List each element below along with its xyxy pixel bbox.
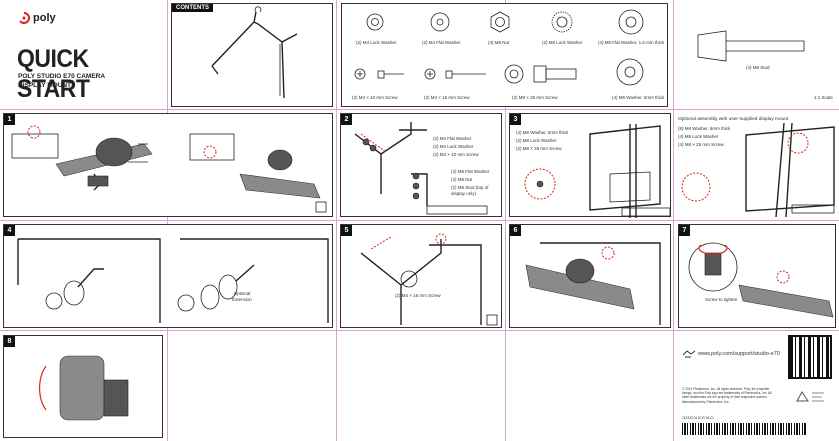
step-1-panel: 1 — [3, 113, 333, 217]
legal-text: © 2021 Plantronics, Inc. All rights rese… — [682, 387, 772, 404]
step-5-note: (2) M4 × 16 mm Screw — [395, 293, 441, 298]
step-7-illustration — [688, 242, 834, 318]
step-5-panel: 5 (2) M4 × 16 mm Screw — [340, 224, 502, 328]
step-number: 8 — [4, 336, 15, 347]
step-2-note: (2) M4 Flat Washer — [433, 136, 472, 141]
back-panel: www.poly.com/support/studio-e70 © 2021 P… — [676, 333, 836, 439]
part-number: 215332-01 ECR 06.21 — [682, 416, 714, 420]
step-8-panel: 8 — [3, 335, 163, 438]
cover-subtitle-1: POLY STUDIO E70 CAMERA — [18, 73, 106, 80]
step-number: 4 — [4, 225, 15, 236]
propeller-icon — [19, 12, 30, 24]
parts-panel: (2) M4 Lock Washer (2) M4 Flat Washer (4… — [341, 3, 668, 107]
cover-title: QUICK START — [17, 44, 90, 103]
step-2-panel: 2 (2) M4 Flat Washer (2) M4 Lock Washer … — [340, 113, 502, 217]
step-2-illustration — [354, 122, 488, 215]
part-label: (2) M4 Flat Washer — [422, 40, 461, 45]
step-3-note: (4) M8 Washer, 5mm thick — [516, 130, 569, 135]
m4-10mm-screw-icon — [354, 68, 404, 80]
part-label: (2) M8 Lock Washer — [542, 40, 583, 45]
step-3b-illustration — [681, 122, 835, 218]
step-1-illustration — [11, 125, 327, 213]
part-label: (4) M8 Nut — [488, 40, 510, 45]
part-label: (4) M8 Flat Washer, 1.6 mm thick — [598, 40, 665, 45]
barcode — [682, 423, 806, 435]
brand-name: poly — [33, 12, 56, 24]
m4-lock-washer-icon — [366, 13, 384, 31]
contents-panel: CONTENTS — [171, 3, 333, 107]
step-number: 7 — [679, 225, 690, 236]
step-7-panel: 7 Screw to tighten — [678, 224, 836, 328]
step-2-note: (2) M4 Lock Washer — [433, 144, 474, 149]
poly-logo: poly — [18, 12, 56, 24]
part-label: (2) M4 × 10 mm Screw — [352, 95, 398, 100]
step-2-note: (2) M8 Stud (top of display only) — [451, 185, 489, 196]
qr-code[interactable] — [788, 335, 832, 379]
part-label: (4) M8 Washer, 5mm thick — [612, 95, 665, 100]
scale-label: 1:1 Scale — [814, 95, 833, 100]
m8-lock-washer-icon — [551, 11, 573, 33]
step-7-note: Screw to tighten — [705, 297, 738, 302]
step-3b-note: (8) M8 Washer, 5mm thick — [678, 126, 731, 131]
m8-5mm-washer-icon — [616, 58, 644, 86]
stud-panel: (4) M8 Stud 1:1 Scale — [676, 3, 836, 107]
parts-illustration — [354, 9, 644, 86]
step-6-panel: 6 — [509, 224, 671, 328]
step-3b-note: (4) M8 Lock Washer — [678, 134, 719, 139]
m8-flat-washer-icon — [618, 9, 644, 35]
m8-stud-illustration — [697, 30, 805, 62]
m4-flat-washer-icon — [430, 12, 450, 32]
step-4-panel: 4 Optional Extension — [3, 224, 333, 328]
step-2-note: (4) M8 Flat Washer — [451, 169, 490, 174]
step-number: 2 — [341, 114, 352, 125]
step-number: 6 — [510, 225, 521, 236]
part-label: (2) M8 × 25 mm Screw — [512, 95, 558, 100]
step-8-illustration — [39, 355, 129, 421]
step-3-note: (2) M8 Lock Washer — [516, 138, 557, 143]
m4-16mm-screw-icon — [424, 68, 486, 80]
step-3b-heading: Optional assembly with user-supplied dis… — [678, 117, 789, 122]
step-number: 3 — [510, 114, 521, 125]
step-5-illustration — [360, 233, 498, 326]
cover-subtitle-2: DISPLAY MOUNT — [18, 82, 72, 89]
step-4-illustration — [17, 238, 329, 323]
part-label: (2) M4 × 16 mm Screw — [424, 95, 470, 100]
mount-bracket-illustration — [211, 6, 298, 99]
step-3-note: (2) M8 × 25 mm Screw — [516, 146, 562, 151]
step-3b-panel: Optional assembly with user-supplied dis… — [676, 113, 836, 218]
cover-panel: poly QUICK START POLY STUDIO E70 CAMERA … — [0, 0, 166, 108]
step-number: 5 — [341, 225, 352, 236]
m8-nut-icon — [490, 11, 510, 33]
step-3b-note: (4) M8 × 25 mm Screw — [678, 142, 724, 147]
step-number: 1 — [4, 114, 15, 125]
m8-25mm-screw-icon — [504, 64, 577, 84]
step-6-illustration — [525, 242, 661, 325]
step-2-note: (2) M4 × 10 mm Screw — [433, 152, 479, 157]
support-icon — [682, 350, 696, 358]
step-2-note: (4) M8 Nut — [451, 177, 473, 182]
optional-extension-label: Optional Extension — [232, 291, 252, 302]
step-3-illustration — [524, 124, 671, 218]
stud-label: (4) M8 Stud — [746, 65, 770, 70]
part-label: (2) M4 Lock Washer — [356, 40, 397, 45]
contents-label: CONTENTS — [172, 4, 213, 12]
recycle-icon — [796, 391, 824, 402]
support-url[interactable]: www.poly.com/support/studio-e70 — [698, 351, 780, 357]
step-3-panel: 3 (4) M8 Washer, 5mm thick (2) M8 Lock W… — [509, 113, 671, 218]
